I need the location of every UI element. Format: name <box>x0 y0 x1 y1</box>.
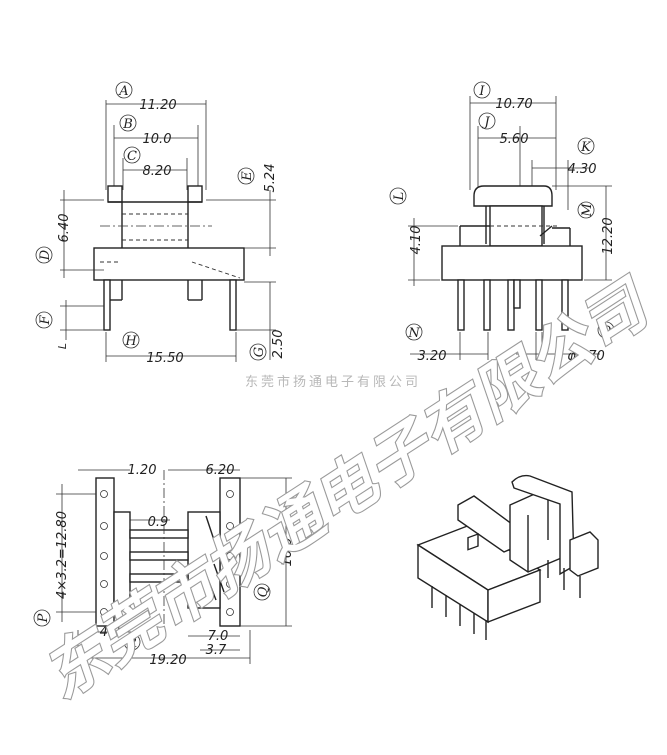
large-watermark: 东莞市扬通电子有限公司 <box>30 265 664 712</box>
label-J-circle <box>478 112 496 130</box>
dim-top-left: 1.20 <box>128 463 157 478</box>
label-E: E <box>240 171 255 182</box>
label-O: O <box>601 324 612 339</box>
dim-top-right: 6.20 <box>206 463 235 478</box>
isometric-view <box>416 474 599 640</box>
label-D-circle <box>35 246 53 264</box>
small-watermark: 东莞市扬通电子有限公司 <box>245 374 421 390</box>
front-view: A 11.20 B 10.0 C 8.20 D 6.40 E 5.24 F L … <box>35 81 286 366</box>
dim-H-value: 15.50 <box>146 351 183 366</box>
dim-G-value: 2.50 <box>271 330 286 359</box>
dim-right-small: 3.7 <box>206 643 227 658</box>
dim-B-value: 10.0 <box>143 132 172 147</box>
dim-left-small: 4.0 <box>100 625 121 640</box>
label-B-circle <box>119 114 137 132</box>
label-M-circle <box>577 201 595 219</box>
dim-L-value: 4.10 <box>409 226 424 255</box>
label-R-circle <box>123 633 141 651</box>
label-M: M <box>580 203 595 218</box>
dim-K-value: 4.30 <box>568 162 597 177</box>
label-G: G <box>252 347 267 357</box>
dim-J-value: 5.60 <box>500 132 529 147</box>
dim-F-value: L <box>56 343 69 349</box>
label-C-circle <box>123 146 141 164</box>
dim-I-value: 10.70 <box>495 97 532 112</box>
label-F: F <box>38 315 53 326</box>
label-G-circle <box>249 343 267 361</box>
label-P-circle <box>33 609 51 627</box>
label-H-circle <box>122 331 140 349</box>
label-N-circle <box>405 323 423 341</box>
label-R: R <box>126 636 137 651</box>
label-J: J <box>481 115 490 130</box>
dim-M-value: 12.20 <box>601 217 616 254</box>
dim-C-value: 8.20 <box>143 164 172 179</box>
dim-pitch: 4×3.2=12.80 <box>55 511 70 599</box>
label-L-circle <box>389 187 407 205</box>
label-O-circle <box>597 321 615 339</box>
dim-N-value: 3.20 <box>418 349 447 364</box>
label-A: A <box>118 84 128 99</box>
label-H: H <box>124 334 137 349</box>
label-N: N <box>407 326 420 341</box>
bottom-view: 1.20 6.20 0.9 4×3.2=12.80 P 4.0 R 19.20 … <box>33 463 295 668</box>
label-A-circle <box>115 81 133 99</box>
label-F-circle <box>35 311 53 329</box>
label-Q-circle <box>253 583 271 601</box>
dim-A-value: 11.20 <box>139 98 176 113</box>
label-E-circle <box>237 167 255 185</box>
dim-right-mid: 7.0 <box>208 629 229 644</box>
dim-E-value: 5.24 <box>263 164 278 193</box>
side-view: I 10.70 J 5.60 K 4.30 L 4.10 M 12.20 N 3… <box>389 81 616 364</box>
dim-inner: 0.9 <box>148 515 169 530</box>
label-L: L <box>392 192 407 202</box>
dim-D-value: 6.40 <box>57 214 72 243</box>
dim-O-value: φ0.70 <box>567 349 605 364</box>
label-Q: Q <box>256 586 271 597</box>
label-D: D <box>38 249 53 261</box>
label-I: I <box>478 84 485 99</box>
label-B: B <box>122 117 133 132</box>
label-K: K <box>580 140 592 155</box>
dim-Q-value: 16.0 <box>280 538 295 567</box>
label-I-circle <box>473 81 491 99</box>
label-C: C <box>127 149 137 164</box>
label-P: P <box>36 613 51 623</box>
dim-width: 19.20 <box>149 653 186 668</box>
label-K-circle <box>577 137 595 155</box>
